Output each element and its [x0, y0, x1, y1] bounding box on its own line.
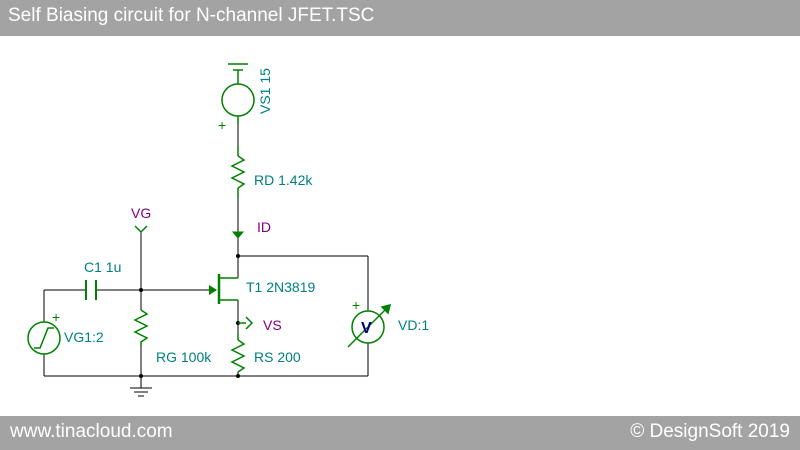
vs1-source[interactable] — [221, 63, 255, 124]
ground-icon — [130, 387, 152, 397]
c1-label: C1 1u — [84, 259, 121, 275]
vd-label: VD:1 — [398, 317, 429, 333]
rg-zigzag — [133, 309, 149, 346]
junction-ground-rs — [236, 374, 240, 378]
vg1-label: VG1:2 — [64, 329, 104, 345]
vd-voltmeter[interactable] — [347, 303, 392, 348]
vg1-step-icon — [34, 327, 54, 349]
rs-zigzag — [230, 339, 246, 373]
vd-needle — [347, 306, 389, 348]
vd-circle — [351, 310, 385, 344]
vg-probe-label: VG — [131, 205, 151, 221]
t1-gate-arrow-icon — [209, 285, 217, 295]
vs1-label: VS1 15 — [257, 68, 273, 114]
rs-resistor[interactable] — [230, 334, 246, 373]
rd-zigzag — [230, 155, 246, 189]
footer-bar: www.tinacloud.com © DesignSoft 2019 — [0, 416, 800, 450]
vd-symbol: V — [361, 320, 372, 337]
junction-ground-rg — [139, 374, 143, 378]
vs-probe-icon — [238, 316, 254, 330]
vg-probe-icon — [134, 225, 148, 234]
schematic-canvas: + VS1 15 RD 1.42k ID T1 2N3819 VS RS 200… — [0, 36, 800, 416]
vs-probe-label: VS — [263, 317, 282, 333]
vd-plus: + — [352, 297, 360, 313]
rs-label: RS 200 — [254, 349, 301, 365]
c1-capacitor[interactable] — [85, 280, 97, 300]
t1-label: T1 2N3819 — [246, 279, 315, 295]
vs1-circle — [221, 83, 255, 117]
vg1-plus: + — [52, 309, 60, 325]
footer-copyright: © DesignSoft 2019 — [630, 421, 790, 442]
rd-label: RD 1.42k — [254, 172, 313, 188]
footer-url[interactable]: www.tinacloud.com — [10, 421, 173, 442]
junction-gate — [139, 288, 143, 292]
title-bar: Self Biasing circuit for N-channel JFET.… — [0, 0, 800, 36]
id-probe-label: ID — [257, 219, 271, 235]
rg-resistor[interactable] — [133, 309, 149, 346]
id-arrow-icon — [231, 231, 245, 239]
rd-resistor[interactable] — [230, 146, 246, 198]
schematic: + VS1 15 RD 1.42k ID T1 2N3819 VS RS 200… — [27, 63, 429, 397]
vd-needle-arrow-icon — [380, 303, 392, 315]
vg1-circle — [27, 321, 61, 355]
rg-label: RG 100k — [156, 349, 212, 365]
vs1-plus: + — [218, 117, 226, 133]
window-title: Self Biasing circuit for N-channel JFET.… — [8, 5, 375, 26]
junction-drain — [236, 254, 240, 258]
wires — [43, 124, 369, 388]
vg1-generator[interactable] — [27, 321, 61, 355]
